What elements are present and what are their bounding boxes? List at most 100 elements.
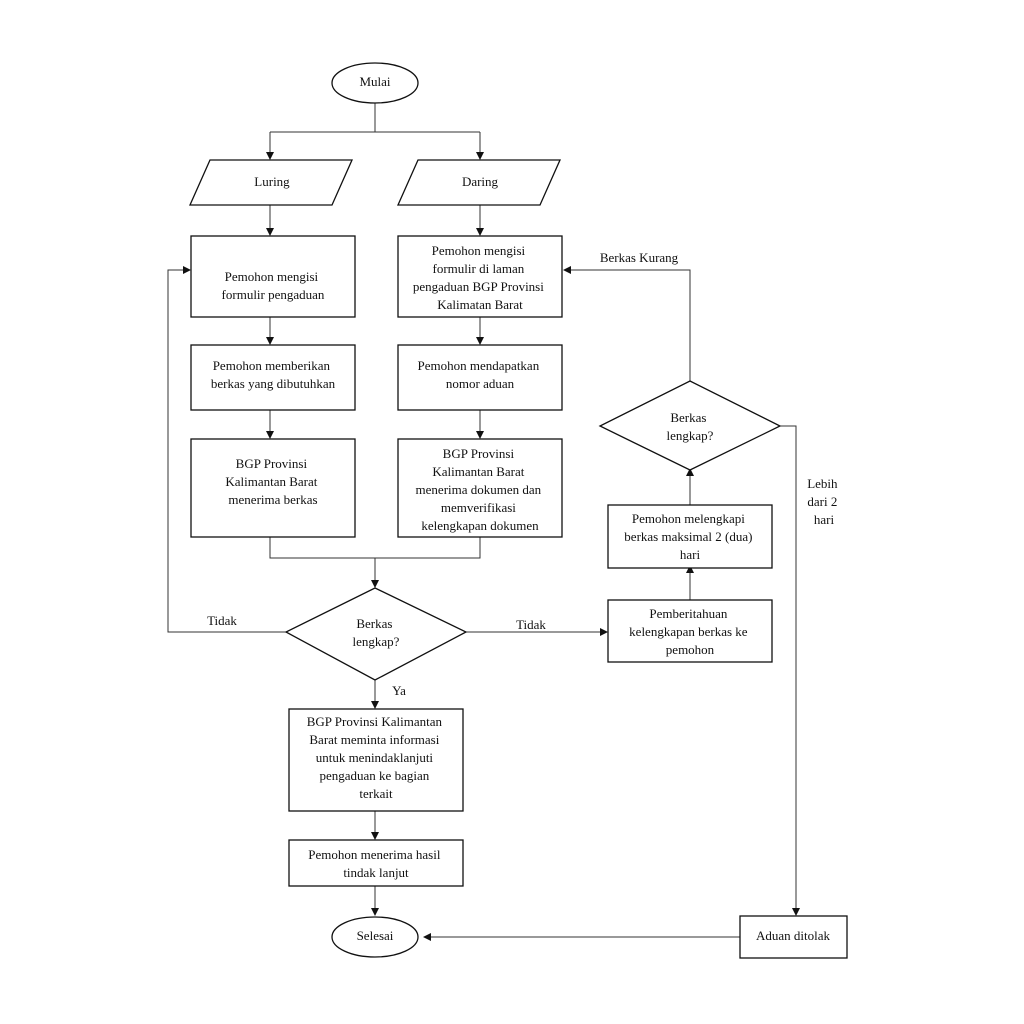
arrowhead bbox=[371, 832, 379, 840]
followup-step-line: terkait bbox=[359, 786, 393, 801]
arrowhead bbox=[686, 468, 694, 476]
offline-step-2-text: Pemohon memberikan berkas yang dibutuhka… bbox=[211, 358, 336, 391]
arrowhead bbox=[183, 266, 191, 274]
arrowhead bbox=[476, 431, 484, 439]
offline-step-3: BGP Provinsi Kalimantan Barat menerima b… bbox=[190, 438, 356, 538]
complete-step-line: hari bbox=[680, 547, 701, 562]
result-step-line: Pemohon menerima hasil bbox=[308, 847, 441, 862]
online-step-1-line: formulir di laman bbox=[433, 261, 525, 276]
followup-step: BGP Provinsi Kalimantan Barat meminta in… bbox=[288, 708, 464, 812]
end-terminator bbox=[331, 916, 419, 958]
recheck-decision-line: Berkas bbox=[670, 410, 706, 425]
recheck-decision-line: lengkap? bbox=[667, 428, 714, 443]
online-step-3-line: kelengkapan dokumen bbox=[421, 518, 539, 533]
arrowhead bbox=[371, 701, 379, 709]
online-step-2-box bbox=[397, 344, 563, 411]
end-label: Selesai bbox=[357, 928, 394, 943]
arrowhead bbox=[476, 228, 484, 236]
online-step-2-line: nomor aduan bbox=[446, 376, 515, 391]
arrowhead bbox=[266, 228, 274, 236]
result-step: Pemohon menerima hasil tindak lanjut bbox=[288, 839, 464, 887]
complete-step-line: berkas maksimal 2 (dua) bbox=[624, 529, 752, 544]
start-node: Mulai bbox=[331, 62, 419, 104]
offline-step-3-line: menerima berkas bbox=[228, 492, 317, 507]
result-step-box bbox=[288, 839, 464, 887]
edge-label-no-right: Tidak bbox=[516, 617, 546, 632]
online-step-1-line: Kalimatan Barat bbox=[437, 297, 523, 312]
online-step-1-line: pengaduan BGP Provinsi bbox=[413, 279, 544, 294]
arrowhead bbox=[686, 565, 694, 573]
complete-step-text: Pemohon melengkapi berkas maksimal 2 (du… bbox=[624, 511, 755, 562]
online-step-1: Pemohon mengisi formulir di laman pengad… bbox=[397, 235, 563, 318]
result-step-text: Pemohon menerima hasil tindak lanjut bbox=[308, 847, 443, 880]
connector-no-left bbox=[167, 269, 286, 633]
followup-step-box bbox=[288, 708, 464, 812]
luring-label: Luring bbox=[254, 174, 290, 189]
arrowhead bbox=[371, 580, 379, 588]
followup-step-line: pengaduan ke bagian bbox=[320, 768, 430, 783]
online-step-1-line: Pemohon mengisi bbox=[432, 243, 526, 258]
followup-step-text: BGP Provinsi Kalimantan Barat meminta in… bbox=[307, 714, 446, 801]
main-decision-diamond bbox=[284, 587, 468, 681]
online-step-1-text: Pemohon mengisi formulir di laman pengad… bbox=[413, 243, 547, 312]
arrowhead bbox=[792, 908, 800, 916]
edge-label-overdue-line: dari 2 bbox=[807, 494, 837, 509]
notify-step-line: kelengkapan berkas ke bbox=[629, 624, 748, 639]
connector-incomplete bbox=[568, 269, 691, 381]
luring-node: Luring bbox=[188, 159, 354, 206]
online-step-1-box bbox=[397, 235, 563, 318]
arrowhead bbox=[476, 152, 484, 160]
offline-step-1-line: formulir pengaduan bbox=[222, 287, 325, 302]
online-step-3-line: BGP Provinsi bbox=[443, 446, 515, 461]
arrowhead bbox=[266, 431, 274, 439]
online-step-2-line: Pemohon mendapatkan bbox=[418, 358, 540, 373]
arrowhead bbox=[266, 152, 274, 160]
edge-label-no-left: Tidak bbox=[207, 613, 237, 628]
complete-step: Pemohon melengkapi berkas maksimal 2 (du… bbox=[607, 504, 773, 569]
followup-step-line: untuk menindaklanjuti bbox=[316, 750, 434, 765]
main-decision-text: Berkas lengkap? bbox=[353, 616, 400, 649]
luring-input-shape bbox=[188, 159, 354, 206]
complete-step-line: Pemohon melengkapi bbox=[632, 511, 745, 526]
edge-label-overdue-line: Lebih bbox=[807, 476, 838, 491]
offline-step-1: Pemohon mengisi formulir pengaduan bbox=[190, 235, 356, 318]
offline-step-3-line: Kalimantan Barat bbox=[225, 474, 317, 489]
online-step-2: Pemohon mendapatkan nomor aduan bbox=[397, 344, 563, 411]
rejected-step-box bbox=[739, 915, 848, 959]
notify-step-line: pemohon bbox=[666, 642, 715, 657]
edge-label-overdue-line: hari bbox=[814, 512, 835, 527]
start-label: Mulai bbox=[359, 74, 390, 89]
recheck-decision-text: Berkas lengkap? bbox=[667, 410, 714, 443]
arrowhead bbox=[563, 266, 571, 274]
recheck-decision-diamond bbox=[598, 380, 782, 471]
result-step-line: tindak lanjut bbox=[343, 865, 409, 880]
end-node: Selesai bbox=[331, 916, 419, 958]
edge-label-overdue: Lebih dari 2 hari bbox=[807, 476, 841, 527]
online-step-2-text: Pemohon mendapatkan nomor aduan bbox=[418, 358, 543, 391]
arrowhead bbox=[266, 337, 274, 345]
offline-step-3-line: BGP Provinsi bbox=[236, 456, 308, 471]
offline-step-1-text: Pemohon mengisi formulir pengaduan bbox=[222, 269, 325, 302]
main-decision: Berkas lengkap? bbox=[284, 587, 468, 681]
offline-step-3-text: BGP Provinsi Kalimantan Barat menerima b… bbox=[225, 456, 320, 507]
arrowhead bbox=[423, 933, 431, 941]
daring-node: Daring bbox=[396, 159, 562, 206]
connector-merge bbox=[269, 537, 481, 559]
notify-step-line: Pemberitahuan bbox=[649, 606, 727, 621]
connectors bbox=[167, 103, 800, 941]
offline-step-2: Pemohon memberikan berkas yang dibutuhka… bbox=[190, 344, 356, 411]
followup-step-line: Barat meminta informasi bbox=[309, 732, 439, 747]
notify-step-text: Pemberitahuan kelengkapan berkas ke pemo… bbox=[629, 606, 751, 657]
online-step-3-line: Kalimantan Barat bbox=[432, 464, 524, 479]
arrowhead bbox=[371, 908, 379, 916]
rejected-step: Aduan ditolak bbox=[739, 915, 848, 959]
main-decision-line: Berkas bbox=[356, 616, 392, 631]
online-step-3-box bbox=[397, 438, 563, 538]
offline-step-2-box bbox=[190, 344, 356, 411]
offline-step-3-box bbox=[190, 438, 356, 538]
offline-step-2-line: Pemohon memberikan bbox=[213, 358, 331, 373]
recheck-decision: Berkas lengkap? bbox=[598, 380, 782, 471]
online-step-3-line: menerima dokumen dan bbox=[416, 482, 542, 497]
offline-step-1-box bbox=[190, 235, 356, 318]
